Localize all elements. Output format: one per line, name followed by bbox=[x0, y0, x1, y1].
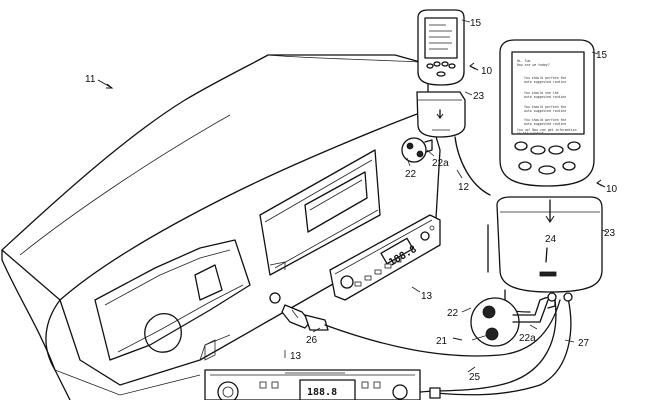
reference-labels: 11 15 10 23 22a 22 12 15 10 23 24 13 22 … bbox=[85, 18, 618, 383]
label-22a-large: 22a bbox=[519, 333, 536, 344]
label-24: 24 bbox=[545, 234, 557, 245]
label-22-small: 22 bbox=[405, 169, 417, 180]
label-10-small: 10 bbox=[481, 66, 493, 77]
label-23-large: 23 bbox=[604, 228, 616, 239]
label-22a-small: 22a bbox=[432, 158, 449, 169]
radio-lower: 188.8 bbox=[204, 369, 421, 400]
device-large: Hi. Sue How are we today? You should per… bbox=[499, 39, 595, 187]
cable-12 bbox=[454, 136, 491, 196]
device-screen-text: Hi. Sue How are we today? You should per… bbox=[517, 59, 577, 136]
cable-27 bbox=[434, 297, 572, 396]
svg-text:You should perform the: You should perform the bbox=[524, 118, 566, 122]
svg-text:auto suggested routine: auto suggested routine bbox=[524, 109, 566, 113]
svg-text:auto suggested routine: auto suggested routine bbox=[524, 80, 566, 84]
svg-text:You should perform the: You should perform the bbox=[524, 105, 566, 109]
cable-25 bbox=[419, 299, 557, 393]
svg-text:You should perform the: You should perform the bbox=[524, 76, 566, 80]
radio-lower-display: 188.8 bbox=[307, 387, 337, 398]
svg-text:on the product: on the product bbox=[517, 132, 544, 136]
svg-text:How are we today?: How are we today? bbox=[517, 63, 550, 67]
plug-large bbox=[470, 295, 556, 347]
cradle-large bbox=[487, 196, 603, 313]
label-11: 11 bbox=[85, 74, 96, 85]
svg-text:auto suggested routine: auto suggested routine bbox=[524, 95, 566, 99]
label-10-large: 10 bbox=[606, 184, 618, 195]
label-27: 27 bbox=[578, 338, 590, 349]
cable-main bbox=[324, 299, 561, 357]
label-23-small: 23 bbox=[473, 91, 485, 102]
svg-text:You up! Now can get informatio: You up! Now can get information bbox=[517, 128, 577, 132]
label-15-large: 15 bbox=[596, 50, 608, 61]
dashboard bbox=[1, 54, 441, 400]
connector-25 bbox=[547, 292, 557, 302]
device-small bbox=[417, 9, 465, 86]
svg-text:You should see the: You should see the bbox=[524, 91, 559, 95]
svg-text:Hi. Sue: Hi. Sue bbox=[517, 59, 531, 63]
label-21: 21 bbox=[436, 336, 448, 347]
plug-small bbox=[401, 137, 433, 163]
radio-plug bbox=[429, 387, 441, 399]
svg-text:auto suggested routine: auto suggested routine bbox=[524, 122, 566, 126]
label-25: 25 bbox=[469, 372, 481, 383]
radio-upper: 188.8 bbox=[329, 214, 441, 301]
connector-27 bbox=[563, 292, 573, 302]
label-13-upper: 13 bbox=[421, 291, 433, 302]
label-12: 12 bbox=[458, 182, 470, 193]
label-26: 26 bbox=[306, 335, 318, 346]
cradle-small bbox=[416, 91, 466, 138]
label-22-large: 22 bbox=[447, 308, 459, 319]
label-13-lower: 13 bbox=[290, 351, 302, 362]
lighter-plug bbox=[281, 304, 329, 331]
arrow-21 bbox=[452, 337, 463, 341]
label-15-small: 15 bbox=[470, 18, 482, 29]
leader-lines bbox=[284, 19, 608, 373]
